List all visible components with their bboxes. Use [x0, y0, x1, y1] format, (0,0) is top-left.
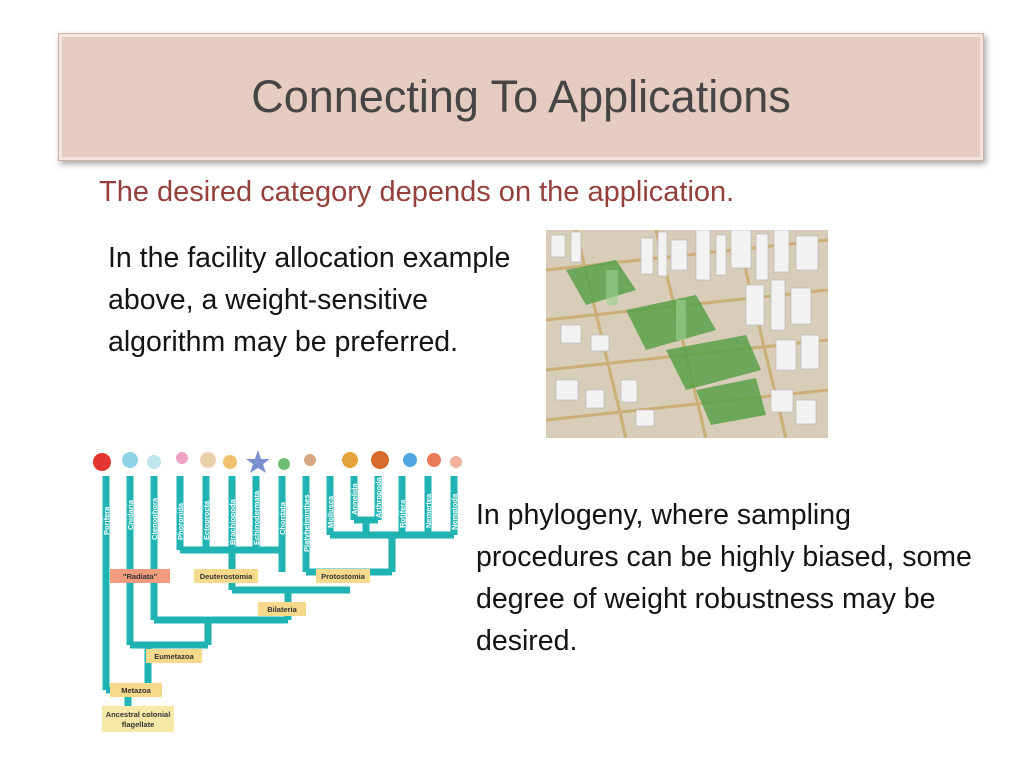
taxon-label: Rotifera	[398, 499, 407, 528]
taxon-label: Ectoprocta	[202, 500, 211, 540]
snail-icon	[342, 452, 358, 468]
clade-protostomia: Protostomia	[321, 572, 366, 581]
city-aerial-image	[546, 230, 828, 438]
taxon-label: Nemertea	[424, 493, 433, 528]
jellyfish-icon	[122, 452, 138, 468]
taxon-label: Chordata	[278, 501, 287, 535]
worm-icon	[403, 453, 417, 467]
taxon-label: Nematoda	[450, 493, 459, 530]
taxon-label: Porifera	[102, 506, 111, 535]
slide-subtitle: The desired category depends on the appl…	[99, 176, 735, 208]
paragraph-facility: In the facility allocation example above…	[108, 242, 511, 358]
taxon-label: Platyhelminthes	[302, 494, 311, 552]
starfish-icon	[246, 450, 270, 473]
sponge-icon	[93, 453, 111, 471]
taxon-label: Phoronida	[176, 502, 185, 540]
clade-radiata: "Radiata"	[123, 572, 158, 581]
organism-icons-row	[93, 450, 462, 473]
clade-metazoa: Metazoa	[121, 686, 151, 695]
clade-bilateria: Bilateria	[267, 605, 297, 614]
taxon-label: Echinodermata	[252, 490, 261, 545]
slide-title: Connecting To Applications	[251, 71, 791, 122]
taxon-label: Cnidaria	[126, 499, 135, 530]
taxon-label: Brachiopoda	[228, 498, 237, 545]
crab-icon	[371, 451, 389, 469]
taxon-label: Mollusca	[326, 495, 335, 528]
clade-ancestral-line1: Ancestral colonial	[106, 710, 171, 719]
clade-deuterostomia: Deuterostomia	[200, 572, 253, 581]
taxon-label: Annelida	[350, 483, 359, 515]
title-box: Connecting To Applications	[58, 33, 984, 161]
phylogeny-tree-diagram: Porifera Cnidaria Ctenophora Phoronida E…	[88, 440, 468, 740]
taxon-label: Ctenophora	[150, 497, 159, 540]
taxon-label: Arthropoda	[374, 476, 383, 518]
clade-eumetazoa: Eumetazoa	[154, 652, 194, 661]
clade-ancestral-line2: flagellate	[122, 720, 155, 729]
paragraph-phylogeny: In phylogeny, where sampling procedures …	[476, 499, 972, 657]
